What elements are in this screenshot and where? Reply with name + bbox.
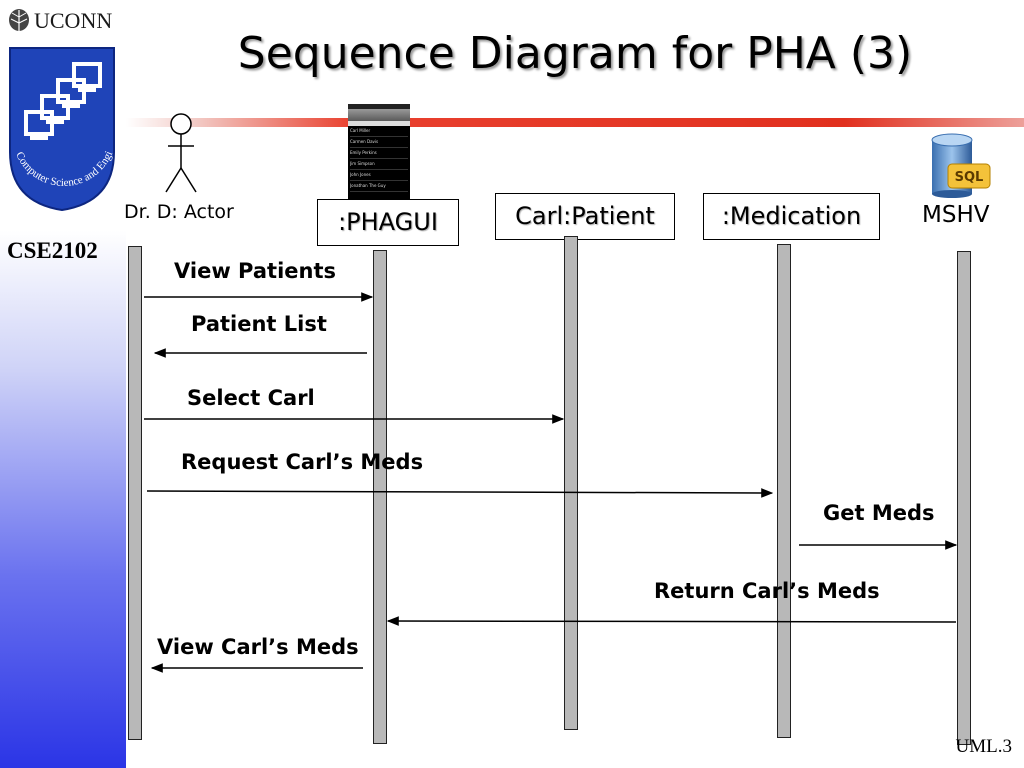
mshv-activation-bar xyxy=(957,251,971,745)
phone-list-item: Carl Miller xyxy=(350,126,408,137)
medication-activation-bar xyxy=(777,244,791,738)
actor-label: Dr. D: Actor xyxy=(124,201,234,223)
msg-view-meds-label: View Carl’s Meds xyxy=(157,635,359,659)
slide-number: UML.3 xyxy=(955,736,1012,757)
msg-request-meds-label: Request Carl’s Meds xyxy=(181,450,424,474)
actor-activation-bar xyxy=(128,246,142,740)
phone-list-item: Emily Perkins xyxy=(350,148,408,159)
phone-list-item: Jonathan The Guy xyxy=(350,181,408,192)
phone-list-item: John Jones xyxy=(350,170,408,181)
phone-status-bar xyxy=(348,104,410,109)
phagui-activation-bar xyxy=(373,250,387,744)
slide-title: Sequence Diagram for PHA (3) xyxy=(237,28,913,79)
uconn-wordmark: UCONN xyxy=(34,8,113,33)
msg-view-patients-label: View Patients xyxy=(174,259,337,283)
cse-department-logo: Computer Science and Engineering xyxy=(4,42,115,212)
sql-badge-label: SQL xyxy=(955,170,984,185)
title-divider xyxy=(126,118,1024,127)
phone-list-item: Carmen Davis xyxy=(350,137,408,148)
msg-return-meds-label: Return Carl’s Meds xyxy=(654,579,880,603)
phone-tab-bar xyxy=(348,109,410,121)
phone-list-item: Jim Simpson xyxy=(350,159,408,170)
msg-return-meds-arrow xyxy=(386,616,957,626)
msg-get-meds-label: Get Meds xyxy=(823,501,935,525)
medication-object-box: :Medication xyxy=(703,193,880,240)
uconn-oak-leaf-icon xyxy=(9,9,29,33)
msg-select-carl-label: Select Carl xyxy=(187,386,315,410)
msg-request-meds-arrow xyxy=(146,488,774,498)
carl-patient-object-box: Carl:Patient xyxy=(495,193,675,240)
sql-database-icon: SQL xyxy=(931,133,991,198)
phone-search-bar xyxy=(348,121,410,126)
mshv-label: MSHV xyxy=(922,202,990,228)
patient-activation-bar xyxy=(564,236,578,730)
actor-stick-figure-icon xyxy=(165,113,197,193)
msg-patient-list-label: Patient List xyxy=(191,312,327,336)
course-code: CSE2102 xyxy=(7,238,98,263)
phagui-object-box: :PHAGUI xyxy=(317,199,459,246)
